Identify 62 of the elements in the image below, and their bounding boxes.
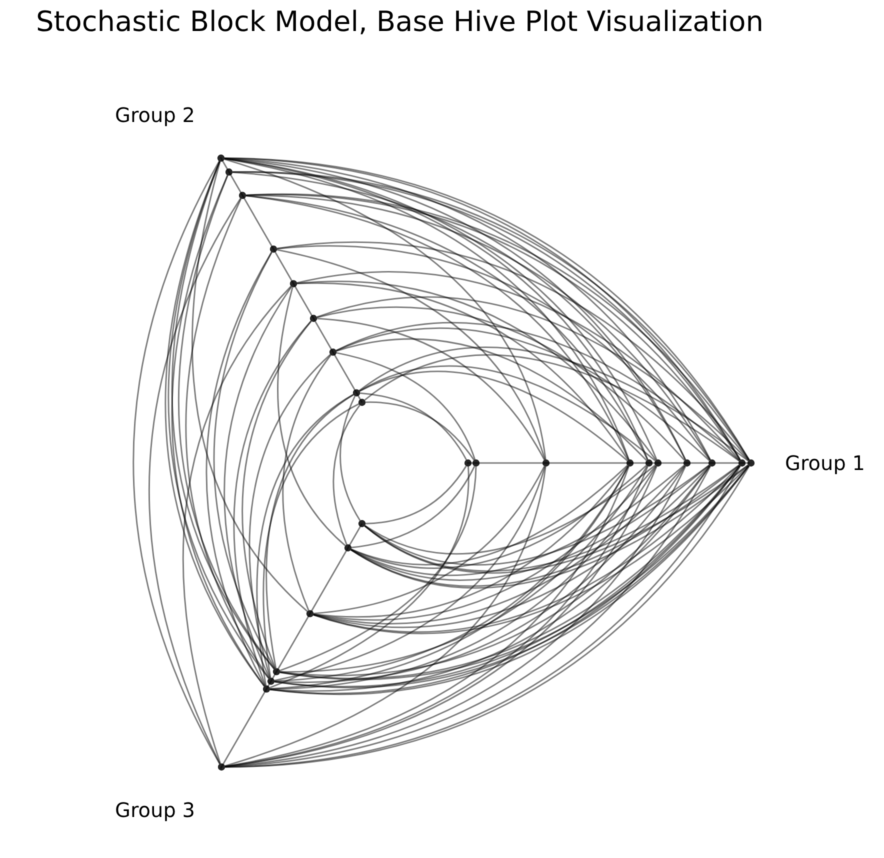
edge-curve [224, 158, 546, 460]
edge-curve [213, 252, 276, 669]
node-dot [747, 459, 755, 467]
node-dot [654, 459, 662, 467]
edge-curve [148, 198, 242, 764]
edge-curve [296, 271, 740, 461]
edge-curve [277, 287, 346, 546]
edge-curve [132, 160, 220, 764]
edge-curve [185, 198, 270, 679]
edge-curve [248, 354, 331, 678]
axis-label: Group 1 [785, 451, 865, 475]
edge-curve [282, 354, 332, 611]
edge-curve [316, 296, 749, 461]
node-dot [217, 154, 225, 162]
edge-curve [316, 306, 686, 461]
node-dot [270, 246, 278, 253]
edge-curve [332, 404, 360, 545]
node-dot [626, 459, 634, 467]
edge-curve [182, 286, 292, 764]
edge-curve [364, 464, 656, 554]
edge-curve [270, 466, 469, 688]
node-dot [464, 459, 472, 467]
node-dot [358, 520, 366, 528]
edge-curve [317, 318, 545, 460]
edge-curve [192, 161, 308, 612]
edge-curve [366, 466, 467, 524]
node-dot [358, 398, 366, 406]
node-dot [267, 678, 275, 685]
edge-curve [280, 466, 477, 672]
axis-label: Group 3 [115, 798, 195, 822]
edge-curve [351, 466, 476, 548]
edge-curve [274, 466, 546, 682]
edge-curve [360, 392, 467, 460]
node-dot [472, 459, 480, 467]
node-dot [645, 459, 653, 467]
node-dot [218, 763, 226, 771]
axis-label: Group 2 [115, 103, 195, 127]
node-dot [310, 314, 318, 322]
node-dot [738, 459, 746, 467]
node-dot [290, 280, 298, 288]
node-dot [352, 389, 360, 396]
edge-curve [336, 352, 476, 460]
node-dot [683, 459, 691, 467]
chart-title: Stochastic Block Model, Base Hive Plot Visualization [36, 4, 764, 40]
edge-curve [256, 394, 354, 686]
edge-curve [336, 338, 648, 461]
node-dot [272, 668, 280, 676]
node-dot [225, 168, 233, 176]
node-dot [542, 459, 550, 467]
node-dot [262, 685, 270, 693]
edge-curve [366, 401, 475, 460]
edge-curve [206, 252, 272, 686]
node-dot [329, 348, 337, 356]
node-dot [306, 610, 314, 618]
node-dot [238, 192, 246, 199]
node-dot [344, 544, 352, 552]
edge-curve [340, 396, 361, 521]
edge-curve [224, 466, 546, 767]
edge-curve [276, 249, 546, 460]
node-dot [708, 459, 716, 467]
edge-curve [314, 466, 546, 614]
edge-curve [224, 286, 292, 678]
